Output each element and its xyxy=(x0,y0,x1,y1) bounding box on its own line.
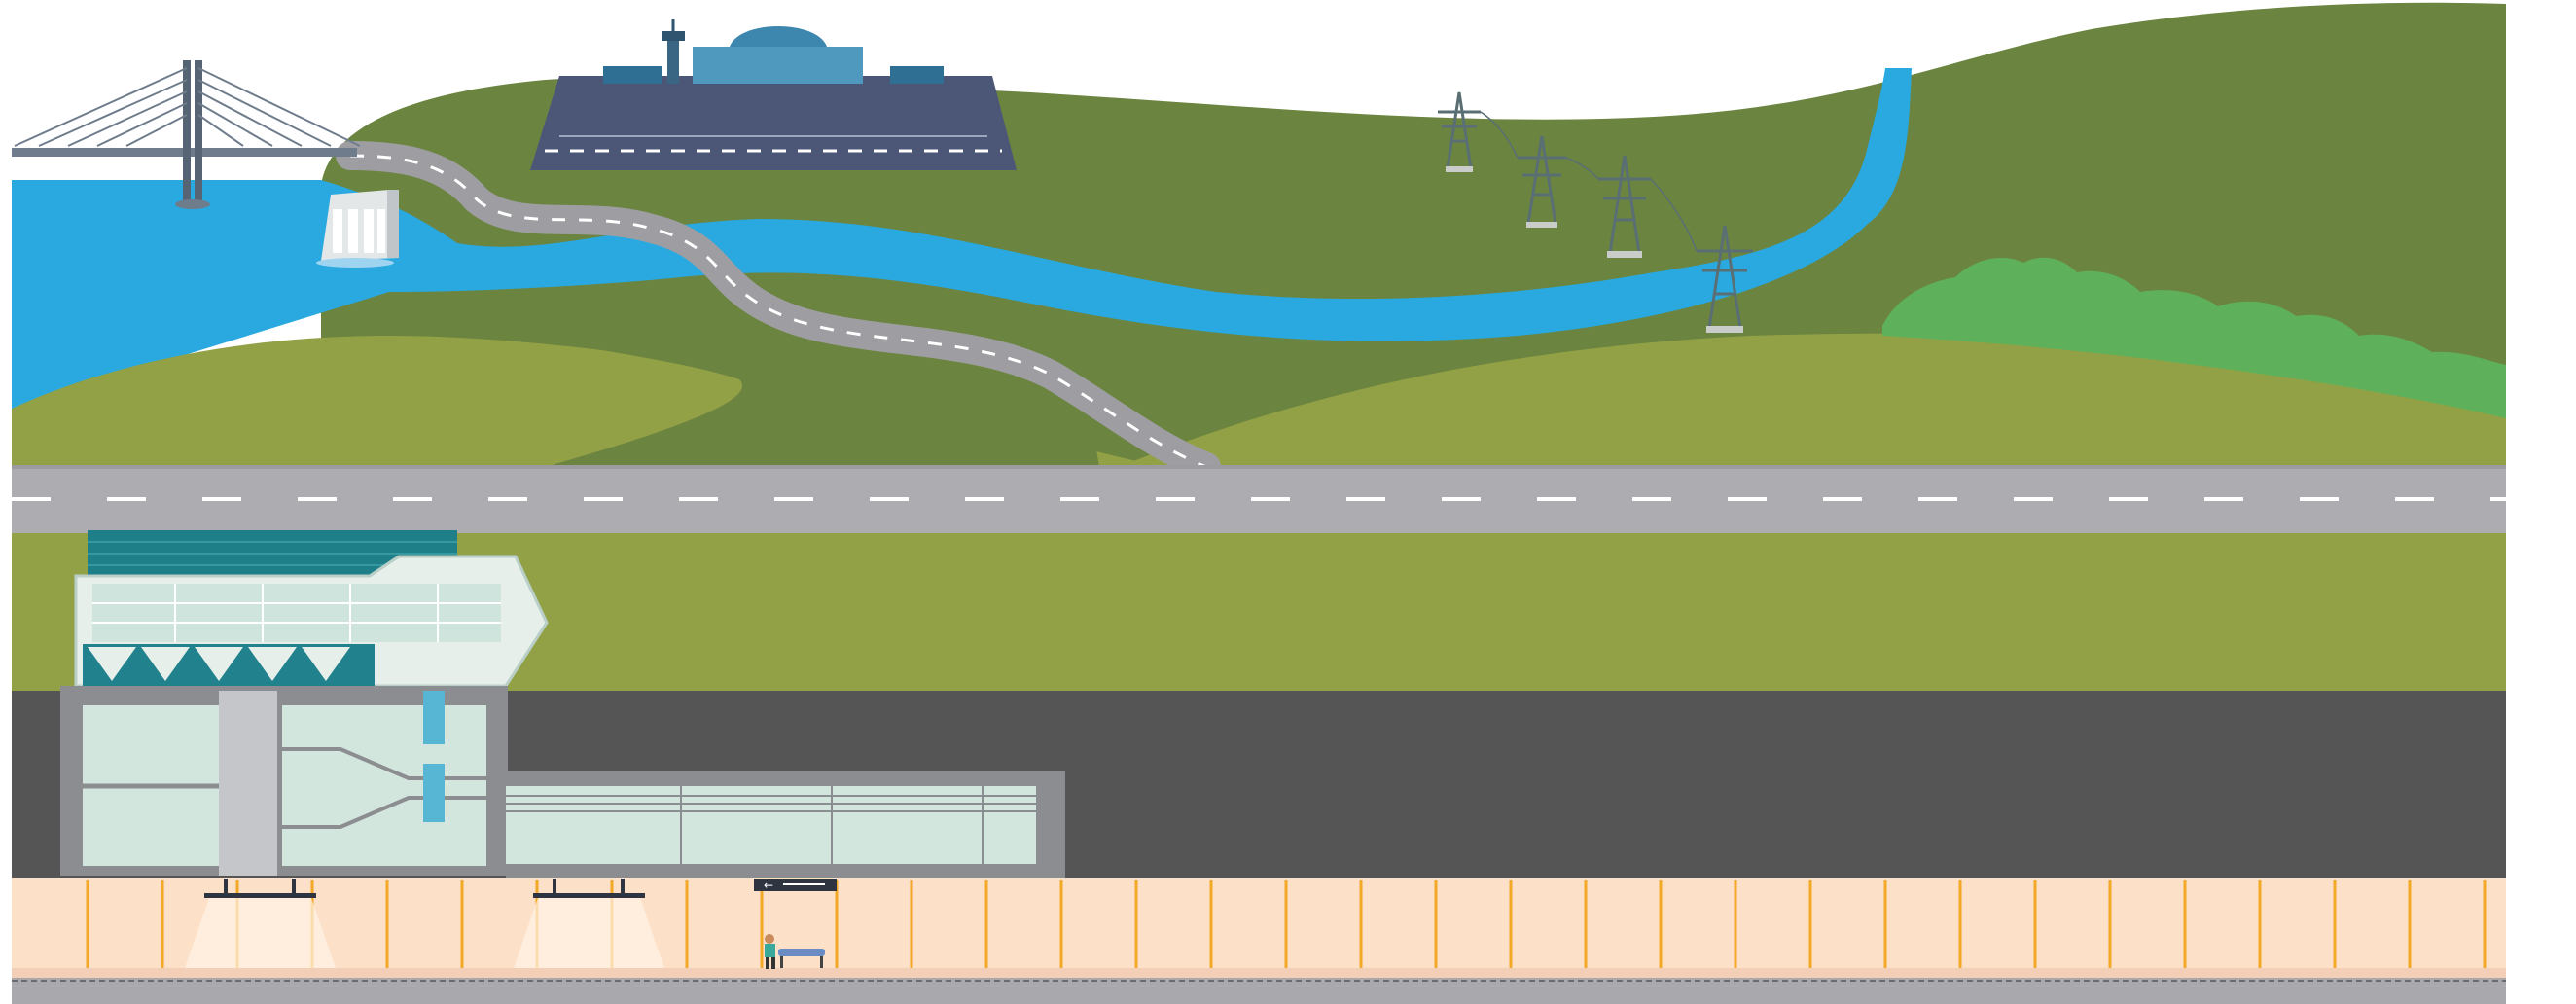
metro-station-icon xyxy=(60,530,1065,878)
direction-sign: ← xyxy=(754,878,837,892)
direction-arrow-icon: ← xyxy=(764,878,773,892)
waiting-passenger-icon xyxy=(765,934,825,969)
airport-terminal-icon xyxy=(530,19,1017,170)
power-pylon-icon xyxy=(1438,91,1753,333)
bushes xyxy=(1882,257,2506,418)
suspension-bridge-icon xyxy=(12,60,361,209)
front-hill-right xyxy=(1119,333,2506,467)
hydro-dam-icon xyxy=(316,190,399,268)
water xyxy=(12,68,1912,409)
platform-lamps xyxy=(185,878,664,968)
platform xyxy=(12,878,2506,973)
winding-road-marking xyxy=(349,154,1207,469)
railway-track xyxy=(12,978,2506,1004)
